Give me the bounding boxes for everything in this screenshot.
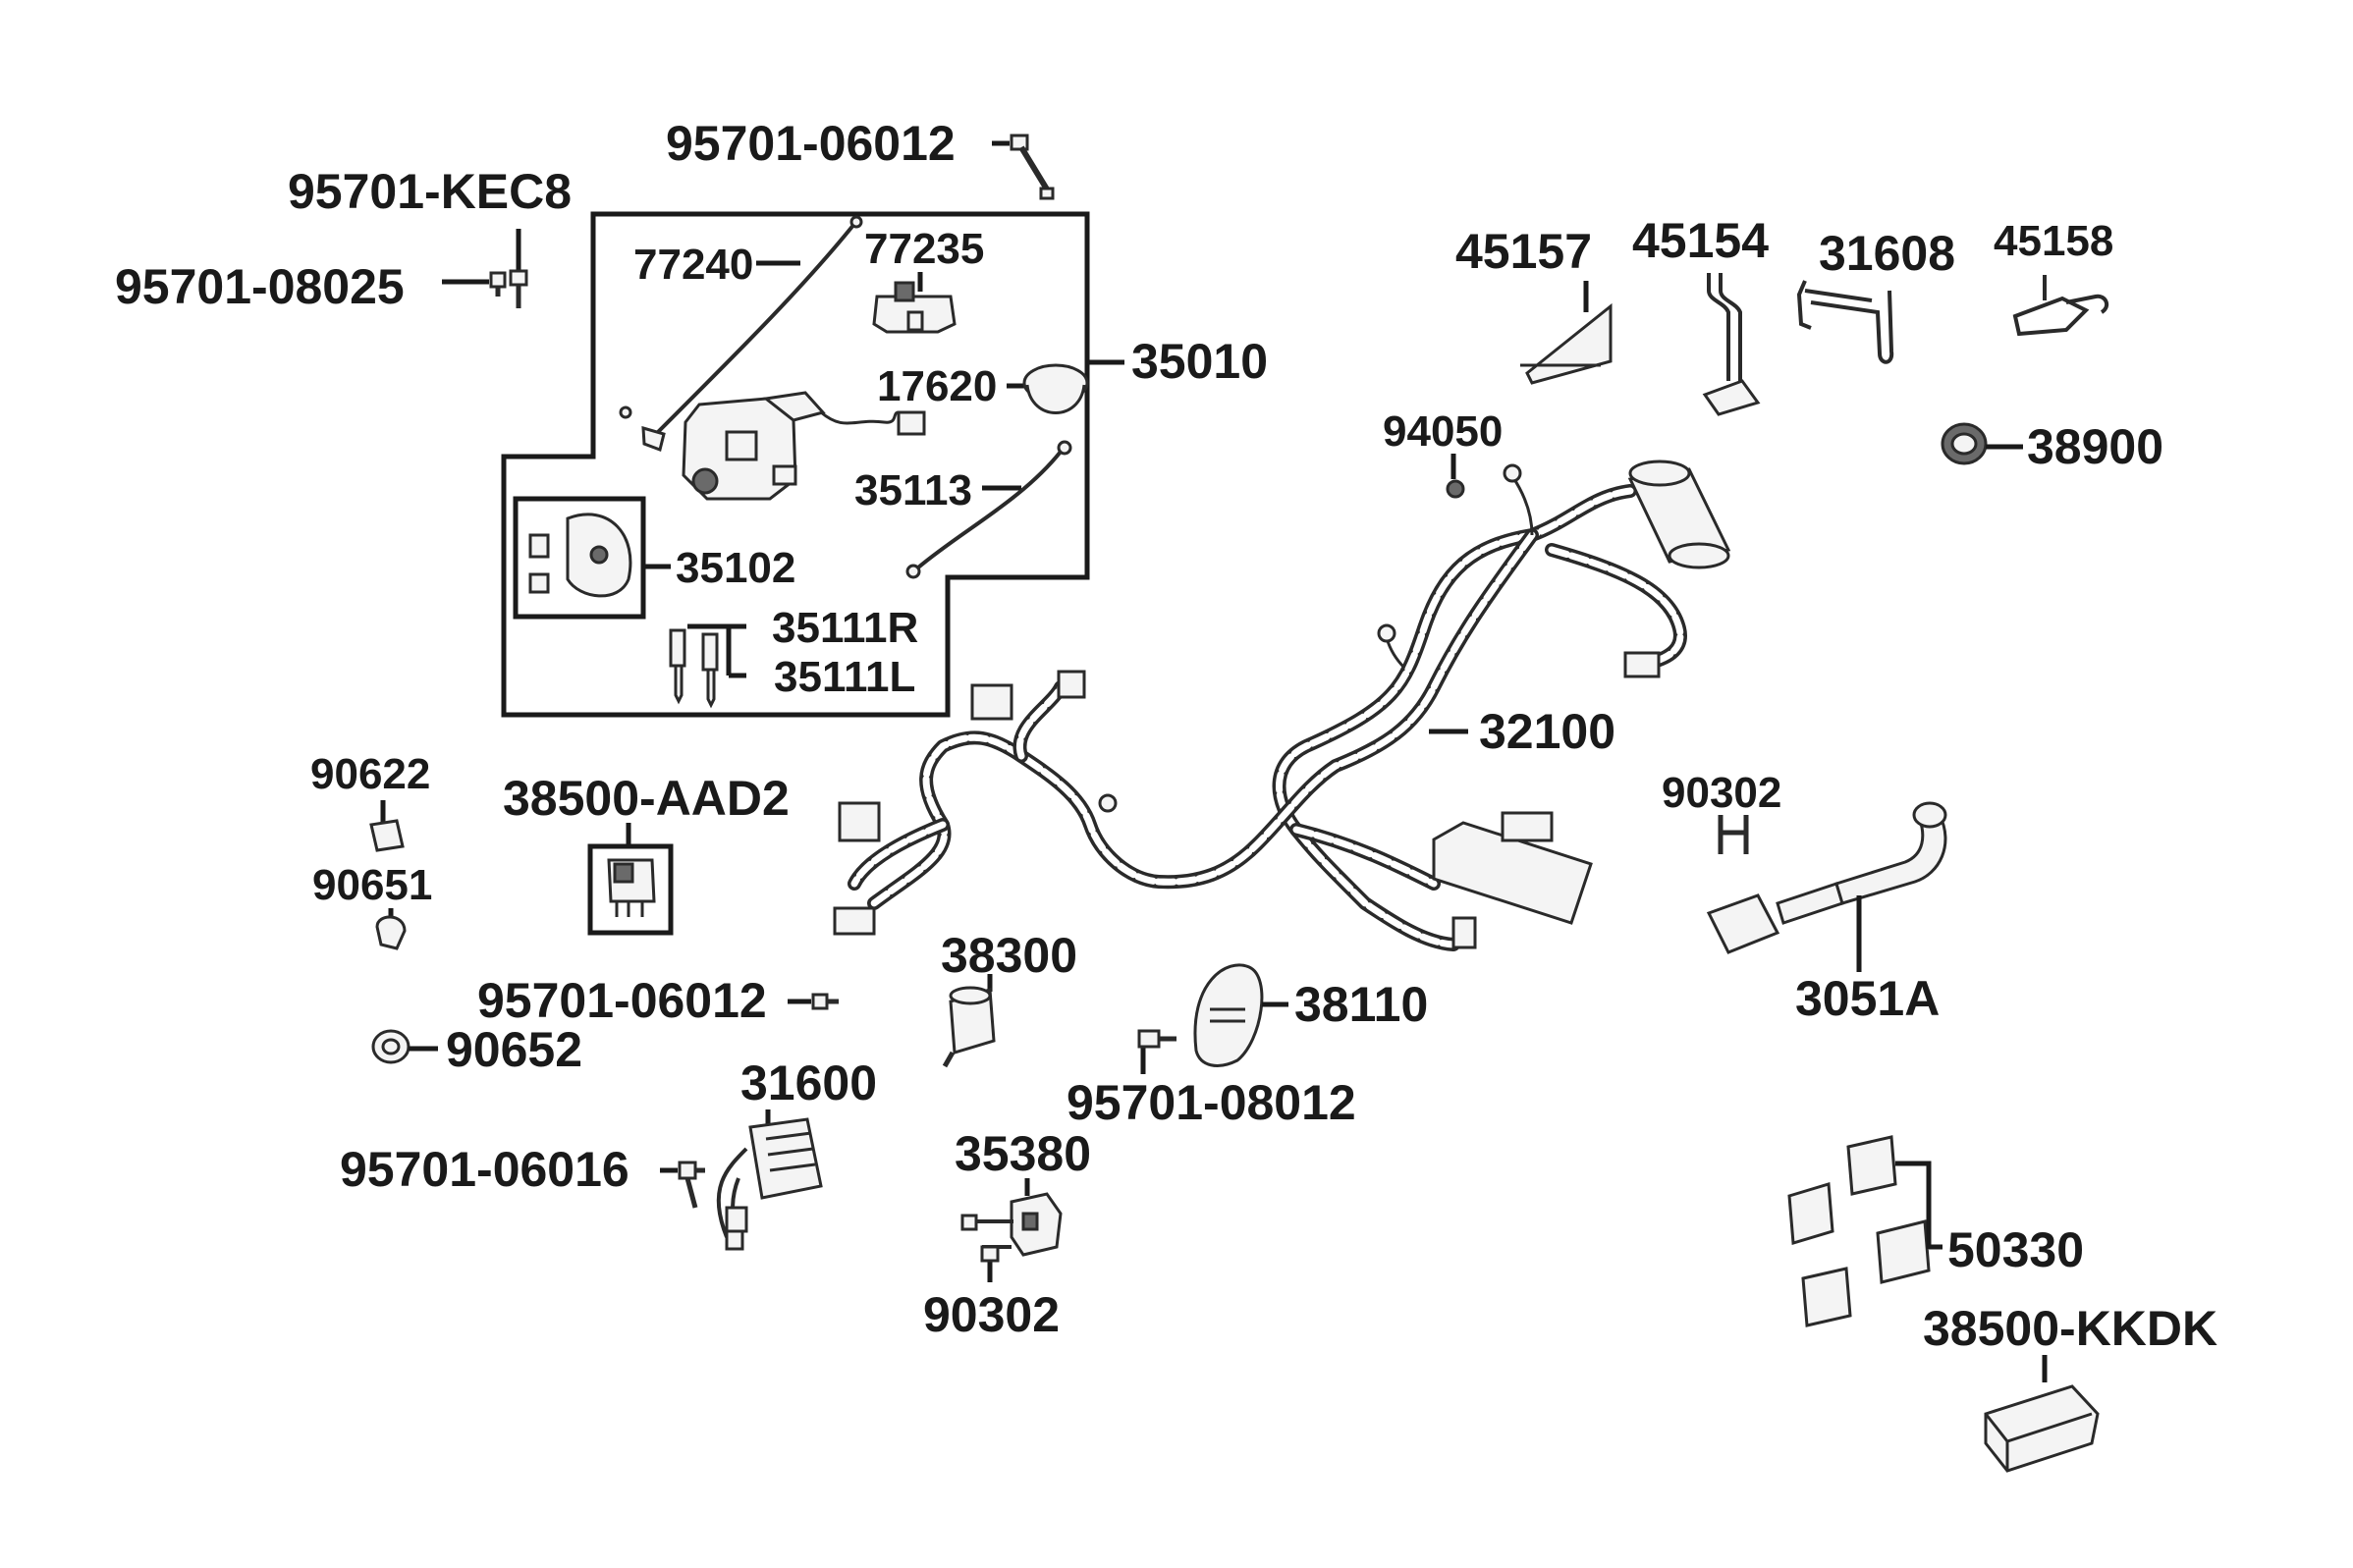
label-90651: 90651 (312, 861, 432, 909)
cable-77240-icon (619, 215, 863, 452)
bolt-pair-icon (442, 229, 528, 308)
label-77235: 77235 (864, 225, 984, 273)
label-45157: 45157 (1455, 224, 1592, 279)
label-38110: 38110 (1294, 977, 1428, 1032)
label-35010: 35010 (1131, 334, 1268, 389)
label-38300: 38300 (941, 928, 1077, 983)
label-3051a: 3051A (1795, 971, 1940, 1026)
wiring-harness-32100-icon (833, 460, 1731, 951)
clamp-90651-icon (375, 908, 407, 950)
clip-90302-right-icon (1718, 815, 1749, 854)
label-77240: 77240 (633, 241, 753, 289)
label-90302-bottom: 90302 (923, 1287, 1060, 1342)
label-31608: 31608 (1819, 226, 1955, 281)
label-94050: 94050 (1383, 407, 1503, 456)
label-17620: 17620 (877, 362, 997, 410)
label-45158: 45158 (1994, 217, 2113, 265)
clamp-90622-icon (369, 800, 405, 852)
lock-cover-35102-icon (513, 496, 671, 620)
clip-45158-icon (2012, 275, 2109, 337)
label-35102: 35102 (676, 544, 795, 592)
label-95701-06012-top: 95701-06012 (666, 116, 956, 171)
nut-94050-icon (1446, 454, 1465, 499)
bracket-45154-icon (1702, 273, 1761, 416)
kit-35010-frame (501, 211, 1124, 718)
label-35113: 35113 (854, 466, 972, 514)
label-38500-aad2: 38500-AAD2 (503, 771, 790, 826)
cable-35113-icon (905, 440, 1072, 579)
bolt-95701-06016-icon (660, 1161, 705, 1209)
clamp-90652-icon (371, 1029, 438, 1064)
label-31600: 31600 (740, 1055, 877, 1110)
label-45154: 45154 (1632, 213, 1769, 268)
sensor-38900-icon (1941, 422, 2023, 465)
label-35111r: 35111R (772, 604, 918, 652)
bracket-45157-icon (1520, 281, 1613, 385)
label-95701-08012: 95701-08012 (1067, 1075, 1356, 1130)
spring-31608-icon (1796, 280, 1894, 364)
regulator-31600-icon (716, 1109, 823, 1251)
fuses-50330-icon (1787, 1135, 1943, 1327)
label-95701-08025: 95701-08025 (115, 259, 405, 314)
label-90622: 90622 (310, 750, 430, 798)
bolt-icon (992, 134, 1055, 200)
cap-17620-icon (1007, 363, 1089, 414)
label-90302-right: 90302 (1662, 769, 1781, 817)
keys-35111-icon (669, 623, 746, 709)
screw-95701-06012-icon (788, 993, 839, 1010)
label-35380: 35380 (955, 1126, 1091, 1181)
label-32100: 32100 (1479, 704, 1615, 759)
latch-77235-icon (872, 272, 957, 334)
label-95701-06016: 95701-06016 (340, 1142, 629, 1197)
label-90652: 90652 (446, 1022, 582, 1077)
label-35111l: 35111L (774, 653, 915, 701)
horn-38110-icon (1137, 963, 1288, 1074)
ignition-lock-icon (682, 391, 926, 501)
label-95701-06012-mid: 95701-06012 (477, 973, 767, 1028)
relay-38500-aad2-icon (587, 823, 674, 936)
label-50330: 50330 (1947, 1222, 2084, 1277)
switch-35380-icon (960, 1178, 1063, 1282)
label-38900: 38900 (2027, 419, 2163, 474)
sensor-38300-icon (942, 974, 996, 1068)
relay-38500-kkdk-icon (1984, 1355, 2100, 1473)
label-95701-kec8: 95701-KEC8 (288, 164, 572, 219)
plug-cap-3051a-icon (1706, 801, 1947, 972)
label-38500-kkdk: 38500-KKDK (1923, 1301, 2217, 1356)
